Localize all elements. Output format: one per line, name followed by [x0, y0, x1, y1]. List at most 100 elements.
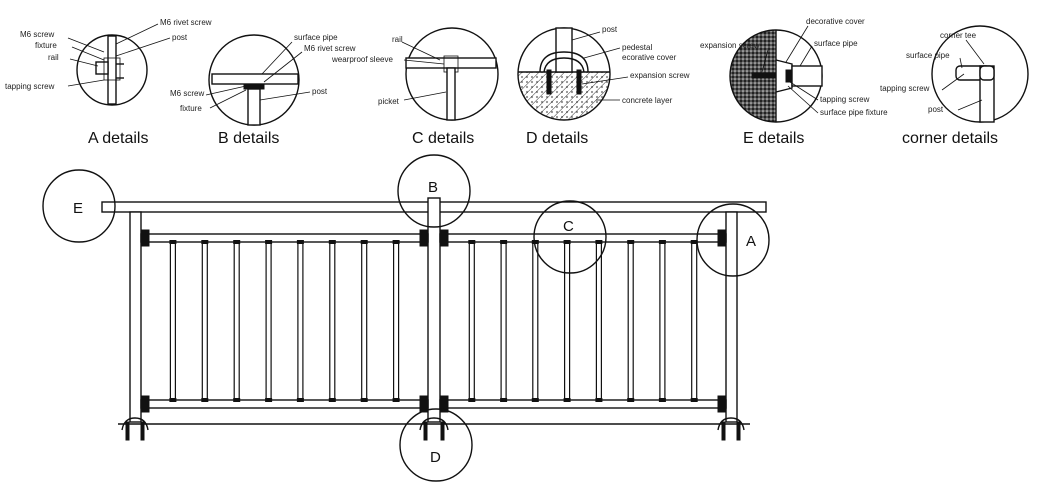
wearproof-sleeve [627, 398, 635, 402]
detail-e-surface-pipe [791, 65, 823, 87]
label-surface-pipe: surface pipe [906, 51, 950, 60]
bottom-rail-left [140, 399, 429, 409]
label-surface-pipe: surface pipe [294, 33, 338, 42]
fixture [717, 229, 727, 247]
label-pedestal: pedestal [622, 43, 652, 52]
label-rail: rail [48, 53, 59, 62]
detail-c-picket [446, 67, 456, 121]
picket [233, 241, 240, 401]
detail-b: surface pipe M6 rivet screw M6 screw fix… [170, 33, 356, 147]
wearproof-sleeve [392, 398, 400, 402]
label-picket: picket [378, 97, 400, 106]
marker-e-circle [42, 169, 116, 243]
detail-a-post [107, 35, 117, 105]
label-fixture: fixture [180, 104, 202, 113]
caption-a-details: A details [88, 130, 148, 147]
pedestal-left [121, 417, 149, 441]
wearproof-sleeve [360, 398, 368, 402]
picket [691, 241, 698, 401]
label-decorative-cover: decorative cover [806, 17, 865, 26]
fixture-a [140, 229, 150, 247]
detail-c: rail wearproof sleeve picket C details [331, 27, 499, 147]
caption-d-details: D details [526, 130, 588, 147]
bottom-rail-right [439, 399, 727, 409]
picket [201, 241, 208, 401]
wearproof-sleeve [328, 240, 336, 244]
label-m6-screw: M6 screw [170, 89, 204, 98]
wearproof-sleeve [658, 398, 666, 402]
wearproof-sleeve [360, 240, 368, 244]
pedestal-right [717, 417, 745, 441]
wearproof-sleeve [233, 240, 241, 244]
wearproof-sleeve [658, 240, 666, 244]
picket [393, 241, 400, 401]
caption-c-details: C details [412, 130, 474, 147]
marker-c-circle [533, 200, 607, 274]
wearproof-sleeve [169, 398, 177, 402]
wearproof-sleeve [468, 240, 476, 244]
detail-corner: corner tee surface pipe tapping screw po… [880, 25, 1029, 147]
label-fixture: fixture [35, 41, 57, 50]
fixture [439, 395, 449, 413]
wearproof-sleeve [392, 240, 400, 244]
detail-d-post [555, 27, 573, 73]
label-rail: rail [392, 35, 403, 44]
wearproof-sleeve [169, 240, 177, 244]
marker-d: D [430, 449, 441, 466]
marker-b: B [428, 179, 438, 196]
wearproof-sleeve [563, 398, 571, 402]
wearproof-sleeve [627, 240, 635, 244]
wearproof-sleeve [468, 398, 476, 402]
label-tapping-screw: tapping screw [820, 95, 870, 104]
label-surface-pipe-fixture: surface pipe fixture [820, 108, 888, 117]
fixture [419, 229, 429, 247]
fixture [419, 395, 429, 413]
marker-e: E [73, 200, 83, 217]
label-tapping-screw: tapping screw [880, 84, 930, 93]
marker-a: A [746, 233, 756, 250]
detail-c-rail [405, 57, 497, 69]
wearproof-sleeve [265, 398, 273, 402]
label-wearproof-sleeve: wearproof sleeve [331, 55, 393, 64]
detail-b-surface-pipe [211, 73, 299, 85]
wearproof-sleeve [296, 398, 304, 402]
detail-d-expansion-screw-left [546, 69, 552, 95]
picket [595, 241, 603, 401]
wearproof-sleeve [296, 240, 304, 244]
caption-e-details: E details [743, 130, 804, 147]
marker-c: C [563, 218, 574, 235]
detail-e-surface-pipe-fixture [785, 69, 793, 83]
detail-markers: E B C A D [42, 154, 770, 482]
label-post: post [172, 33, 188, 42]
picket [563, 241, 571, 401]
picket [169, 241, 176, 401]
picket [329, 241, 336, 401]
detail-d: post pedestal ecorative cover expansion … [517, 25, 690, 147]
pickets [169, 240, 698, 402]
caption-corner-details: corner details [902, 130, 998, 147]
fixture [439, 229, 449, 247]
picket [265, 241, 272, 401]
top-rail-right [439, 233, 727, 243]
detail-d-expansion-screw-right [576, 69, 582, 95]
picket [468, 241, 475, 401]
label-expansion-screw: expansion screw [630, 71, 690, 80]
label-post: post [602, 25, 618, 34]
wearproof-sleeve [201, 398, 209, 402]
detail-b-post [247, 88, 261, 126]
wearproof-sleeve [265, 240, 273, 244]
detail-e-expansion-screw [751, 72, 777, 79]
post-left [129, 211, 142, 423]
label-post: post [312, 87, 328, 96]
wearproof-sleeve [690, 398, 698, 402]
wearproof-sleeve [201, 240, 209, 244]
picket [297, 241, 304, 401]
label-m6-rivet-screw: M6 rivet screw [304, 44, 356, 53]
fixture [717, 395, 727, 413]
post-middle [427, 197, 441, 423]
label-m6-rivet-screw: M6 rivet screw [160, 18, 212, 27]
wearproof-sleeve [531, 398, 539, 402]
wearproof-sleeve [233, 398, 241, 402]
picket [500, 241, 507, 401]
